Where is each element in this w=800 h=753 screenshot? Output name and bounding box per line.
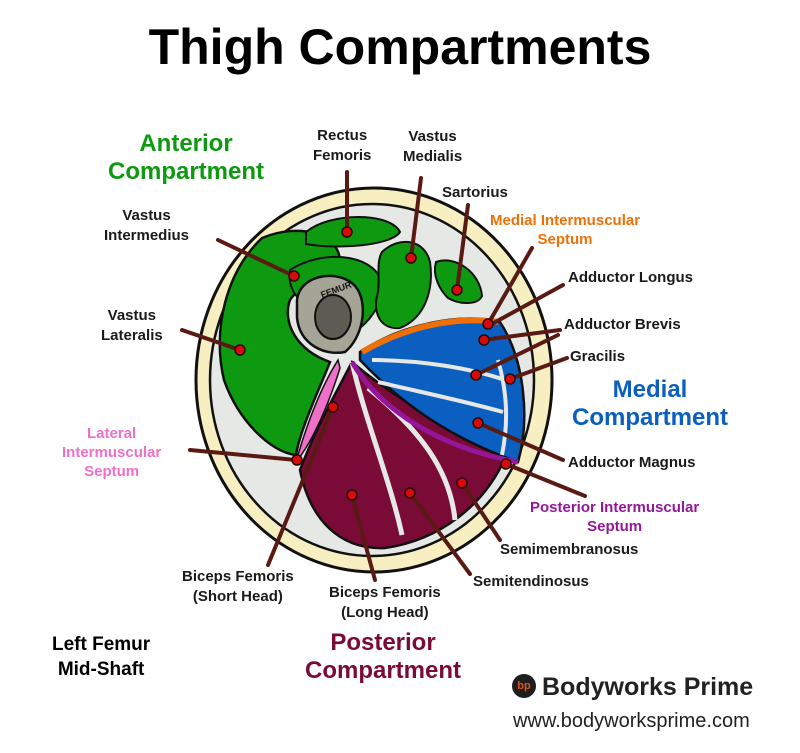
posterior-septum-line-2: Septum (587, 518, 643, 535)
leader-gracilis (508, 356, 569, 381)
medial-muscle-divider-1 (371, 358, 506, 382)
marker-vastus-intermedius (288, 270, 300, 282)
leader-posterior-septum (504, 462, 587, 498)
lateral-septum-label: Lateral Intermuscular Septum (62, 424, 161, 481)
marker-adductor-longus (478, 334, 490, 346)
section-caption: Left Femur Mid-Shaft (52, 632, 150, 682)
biceps-long-line-2: (Long Head) (341, 604, 429, 621)
marker-biceps-long (346, 489, 358, 501)
caption-line-2: Mid-Shaft (57, 659, 145, 680)
leader-medial-septum (486, 246, 534, 326)
brand-name: Bodyworks Prime (542, 673, 754, 701)
vastus-intermedius-label: Vastus Intermedius (104, 206, 189, 246)
medial-compartment-label: Medial Compartment (572, 376, 728, 432)
biceps-long-head-label: Biceps Femoris (Long Head) (329, 583, 441, 623)
adductor-brevis-label: Adductor Brevis (564, 316, 681, 333)
brand-url: www.bodyworksprime.com (513, 710, 750, 732)
biceps-short-head-label: Biceps Femoris (Short Head) (182, 567, 294, 607)
rectus-femoris-label: Rectus Femoris (313, 126, 371, 166)
marker-semitendinosus (404, 487, 416, 499)
marker-posterior-septum (500, 458, 512, 470)
vastus-lateralis-line-1: Vastus (107, 307, 157, 324)
leader-gracilis-2 (474, 333, 560, 377)
marker-semimembranosus (456, 477, 468, 489)
anterior-label-line-2: Compartment (108, 158, 265, 185)
femur-marrow (314, 294, 352, 340)
vastus-lateralis-line-2: Lateralis (101, 327, 163, 344)
leader-adductor-longus (488, 283, 565, 327)
posterior-intermuscular-septum-shape (349, 360, 519, 465)
leader-vastus-lateralis (180, 328, 242, 352)
marker-adductor-magnus (472, 417, 484, 429)
leader-lines (180, 170, 587, 582)
anterior-compartment-label: Anterior Compartment (108, 130, 264, 186)
rectus-femoris-line-1: Rectus (317, 127, 368, 144)
posterior-compartment-label: Posterior Compartment (305, 629, 461, 685)
semimembranosus-label: Semimembranosus (500, 541, 639, 558)
caption-line-1: Left Femur (52, 634, 151, 655)
biceps-short-line-2: (Short Head) (192, 588, 283, 605)
marker-medial-septum (482, 318, 494, 330)
brand-logo-icon: bp (512, 674, 536, 698)
semitendinosus-label: Semitendinosus (473, 573, 589, 590)
biceps-short-line-1: Biceps Femoris (182, 568, 294, 585)
leader-biceps-long (350, 493, 377, 582)
medial-septum-line-1: Medial Intermuscular (490, 212, 641, 229)
sartorius-label: Sartorius (442, 184, 508, 201)
leader-vastus-intermedius (216, 238, 296, 278)
medial-muscle-divider-3 (496, 359, 509, 456)
marker-rectus-femoris (341, 226, 353, 238)
adductor-longus-label: Adductor Longus (568, 269, 693, 286)
medial-intermuscular-septum-shape (360, 317, 499, 355)
vastus-intermedius-line-2: Intermedius (104, 227, 190, 244)
lateral-septum-line-2: Intermuscular (62, 444, 162, 461)
lateral-septum-line-1: Lateral (87, 425, 137, 442)
diagram-title: Thigh Compartments (148, 19, 652, 75)
leader-adductor-brevis (481, 328, 562, 342)
anterior-label-line-1: Anterior (139, 130, 233, 157)
marker-adductor-brevis (470, 369, 482, 381)
adductor-magnus-label: Adductor Magnus (568, 454, 696, 471)
rectus-femoris-region (305, 216, 402, 248)
posterior-muscle-divider-1 (349, 361, 405, 536)
leader-adductor-magnus (476, 421, 565, 462)
leader-biceps-short (266, 405, 335, 567)
posterior-label-line-1: Posterior (330, 629, 436, 656)
marker-vastus-lateralis (234, 344, 246, 356)
vastus-medialis-line-1: Vastus (408, 128, 457, 145)
rectus-femoris-line-2: Femoris (313, 147, 372, 164)
medial-septum-label: Medial Intermuscular Septum (490, 211, 640, 249)
marker-dots (234, 226, 516, 501)
posterior-septum-line-1: Posterior Intermuscular (530, 499, 700, 516)
gracilis-label: Gracilis (570, 348, 626, 365)
lateral-septum-line-3: Septum (84, 463, 140, 480)
leader-semimembranosus (460, 481, 502, 542)
medial-label-line-2: Compartment (572, 404, 729, 431)
medial-septum-line-2: Septum (537, 231, 593, 248)
vastus-medialis-line-2: Medialis (403, 148, 463, 165)
leader-vastus-medialis (409, 176, 423, 260)
vastus-intermedius-line-1: Vastus (122, 207, 171, 224)
vastus-medialis-region (375, 240, 432, 330)
marker-sartorius (451, 284, 463, 296)
marker-vastus-medialis (405, 252, 417, 264)
vastus-lateralis-label: Vastus Lateralis (101, 306, 163, 346)
leader-lateral-septum (188, 448, 298, 462)
medial-label-line-1: Medial (612, 376, 688, 403)
marker-gracilis (504, 373, 516, 385)
medial-muscle-divider-2 (377, 380, 504, 414)
leader-semitendinosus (408, 491, 472, 576)
posterior-label-line-2: Compartment (305, 657, 462, 684)
marker-biceps-short (327, 401, 339, 413)
leader-sartorius (455, 203, 470, 292)
vastus-medialis-label: Vastus Medialis (403, 127, 462, 167)
biceps-long-line-1: Biceps Femoris (329, 584, 441, 601)
posterior-septum-label: Posterior Intermuscular Septum (530, 498, 699, 536)
marker-lateral-septum (291, 454, 303, 466)
